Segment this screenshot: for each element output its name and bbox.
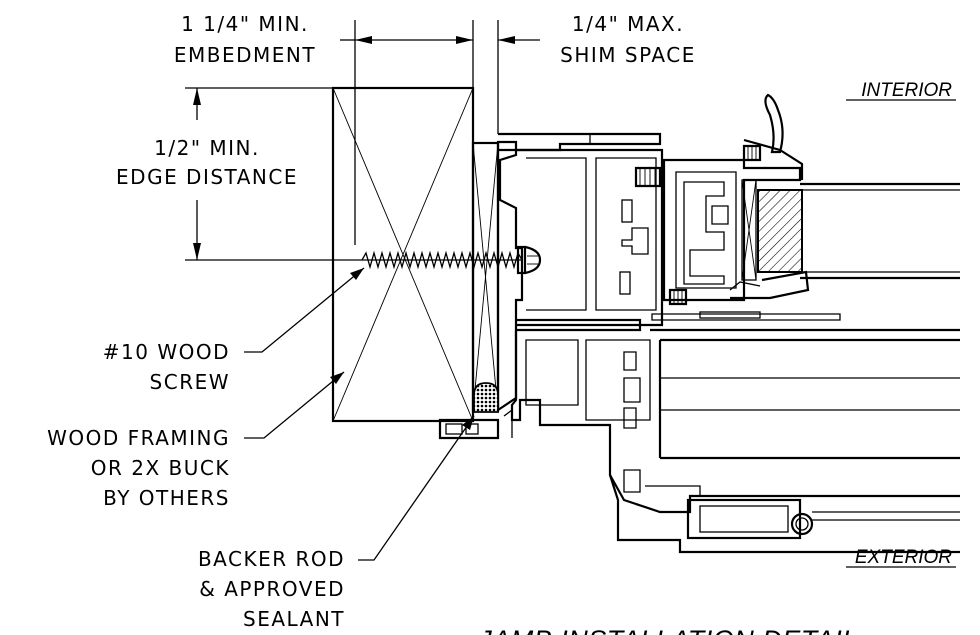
wood-framing: [331, 86, 475, 423]
embedment-label-line1: 1 1/4" MIN.: [181, 12, 309, 36]
exterior-label: EXTERIOR: [855, 547, 952, 568]
drawing-title: JAMB INSTALLATION DETAIL: [477, 625, 858, 635]
backer-label-line2: & APPROVED: [199, 577, 345, 601]
backer-rod: [473, 382, 499, 413]
backer-label-line1: BACKER ROD: [198, 547, 345, 571]
shim-label-line2: SHIM SPACE: [560, 43, 696, 67]
framing-label-line3: BY OTHERS: [103, 486, 230, 510]
edge-distance-dimension: [185, 87, 362, 261]
shim-dimension: [497, 20, 540, 134]
shim-label-line1: 1/4" MAX.: [572, 12, 684, 36]
wood-screw: [361, 245, 542, 275]
screw-threads: [361, 250, 523, 270]
screw-label-line1: #10 WOOD: [103, 340, 230, 364]
screw-label-line2: SCREW: [150, 370, 230, 394]
edge-label-line1: 1/2" MIN.: [154, 136, 260, 160]
embedment-dimension: [340, 20, 474, 245]
framing-label-line1: WOOD FRAMING: [47, 426, 230, 450]
backer-label-line3: SEALANT: [243, 607, 345, 631]
leaders: [244, 267, 475, 561]
framing-label-line2: OR 2X BUCK: [91, 456, 230, 480]
sash: [634, 93, 960, 306]
shim: [471, 141, 500, 413]
edge-label-line2: EDGE DISTANCE: [116, 165, 298, 189]
interior-label: INTERIOR: [861, 80, 952, 101]
embedment-label-line2: EMBEDMENT: [174, 43, 316, 67]
window-frame: [438, 132, 960, 554]
